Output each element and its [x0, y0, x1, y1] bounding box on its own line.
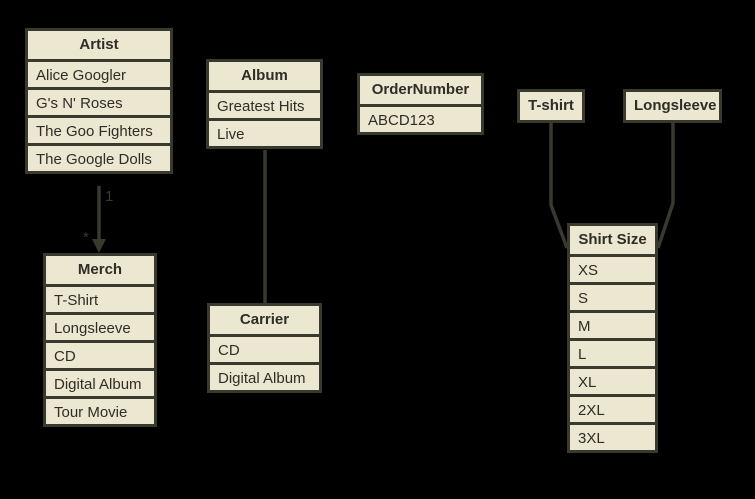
entity-carrier-row: CD — [210, 334, 319, 362]
entity-tshirt-title: T-shirt — [528, 97, 574, 114]
entity-merch: Merch T-Shirt Longsleeve CD Digital Albu… — [43, 253, 157, 427]
entity-shirtsize-title: Shirt Size — [578, 231, 647, 248]
multiplicity-label-one: 1 — [105, 188, 114, 205]
entity-merch-row: Digital Album — [46, 368, 154, 396]
entity-shirtsize-row: M — [570, 310, 655, 338]
arrowhead-artist-merch-icon — [92, 239, 106, 253]
entity-shirtsize-row: L — [570, 338, 655, 366]
entity-ordernumber-row: ABCD123 — [360, 104, 481, 132]
entity-album-row: Greatest Hits — [209, 90, 320, 118]
entity-shirtsize-row: 3XL — [570, 422, 655, 450]
entity-carrier: Carrier CD Digital Album — [207, 303, 322, 393]
entity-merch-row: CD — [46, 340, 154, 368]
entity-merch-title: Merch — [77, 261, 123, 278]
entity-artist-row: G's N' Roses — [28, 87, 170, 115]
entity-merch-row: Tour Movie — [46, 396, 154, 424]
entity-shirtsize-row: S — [570, 282, 655, 310]
entity-carrier-title: Carrier — [239, 311, 290, 328]
entity-carrier-row: Digital Album — [210, 362, 319, 390]
entity-shirtsize-row: 2XL — [570, 394, 655, 422]
entity-artist-row: The Google Dolls — [28, 143, 170, 171]
entity-tshirt: T-shirt — [517, 89, 585, 123]
entity-artist: Artist Alice Googler G's N' Roses The Go… — [25, 28, 173, 174]
entity-merch-row: T-Shirt — [46, 284, 154, 312]
entity-artist-title: Artist — [79, 36, 119, 53]
entity-album-title: Album — [241, 67, 288, 84]
entity-merch-row: Longsleeve — [46, 312, 154, 340]
entity-ordernumber: OrderNumber ABCD123 — [357, 73, 484, 135]
entity-album-row: Live — [209, 118, 320, 146]
multiplicity-label-star: * — [83, 229, 89, 246]
entity-shirtsize-row: XS — [570, 254, 655, 282]
edge-longsleeve-shirtsize — [656, 120, 675, 249]
entity-shirtsize-row: XL — [570, 366, 655, 394]
entity-ordernumber-title: OrderNumber — [371, 81, 470, 98]
entity-artist-row: Alice Googler — [28, 59, 170, 87]
entity-longsleeve-title: Longsleeve — [634, 97, 717, 114]
entity-longsleeve: Longsleeve — [623, 89, 722, 123]
entity-artist-row: The Goo Fighters — [28, 115, 170, 143]
entity-album: Album Greatest Hits Live — [206, 59, 323, 149]
entity-shirtsize: Shirt Size XS S M L XL 2XL 3XL — [567, 223, 658, 453]
edge-tshirt-shirtsize — [549, 120, 569, 249]
